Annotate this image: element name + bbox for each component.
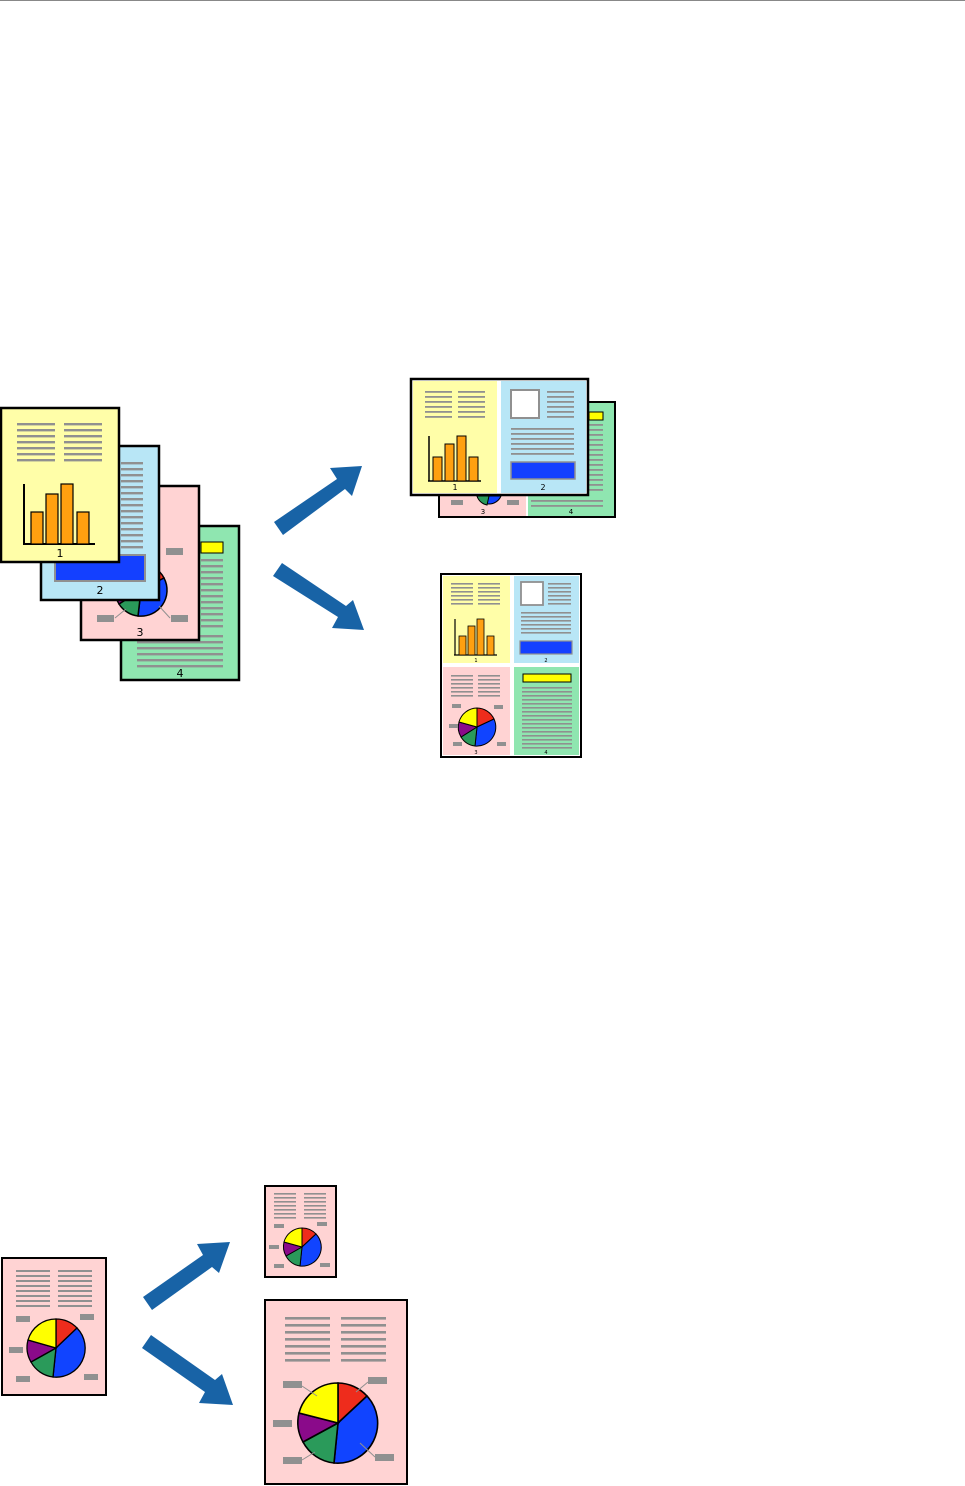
page-4-number-tiny: 4 [544, 750, 547, 756]
pie-chart-page-icon [2, 1258, 106, 1395]
reduced-page-icon [265, 1186, 336, 1277]
two-up-layout-icon: 3 4 1 [411, 379, 615, 517]
page-2-number-tiny: 2 [544, 658, 547, 664]
page-1-number: 1 [57, 547, 64, 560]
page-3-number: 3 [137, 626, 144, 639]
page-2-number-small: 2 [540, 483, 545, 492]
arrow-icon [143, 1242, 230, 1310]
page-1-number-small: 1 [452, 483, 457, 492]
stacked-pages-icon: 4 3 [1, 408, 239, 680]
four-up-layout-icon: 1 2 [441, 574, 581, 757]
page-3-number-small: 3 [481, 508, 485, 516]
page-1: 1 [1, 408, 119, 562]
page-3-number-tiny: 3 [474, 750, 477, 756]
page-4-number: 4 [177, 667, 184, 680]
page-4-number-small: 4 [569, 508, 574, 516]
page-2-number: 2 [97, 584, 104, 597]
arrow-icon [274, 466, 362, 535]
arrow-icon [273, 563, 364, 630]
enlarged-page-icon [265, 1300, 407, 1484]
page-1-number-tiny: 1 [474, 658, 477, 664]
arrow-icon [142, 1335, 233, 1405]
